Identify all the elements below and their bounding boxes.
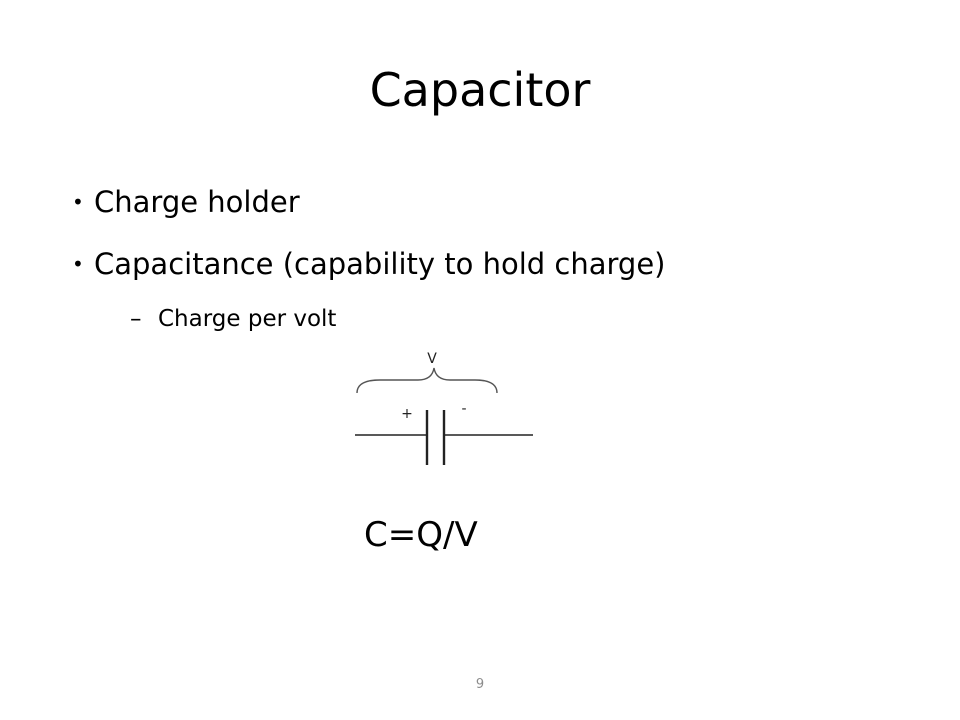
- bullet-marker: •: [72, 252, 84, 276]
- bullet-item-capacitance: • Capacitance (capability to hold charge): [72, 246, 665, 282]
- sub-bullet-text: Charge per volt: [158, 306, 337, 332]
- slide-title: Capacitor: [369, 63, 591, 117]
- sub-bullet-marker: –: [130, 306, 142, 332]
- plus-label: +: [401, 406, 413, 422]
- page-number: 9: [475, 677, 485, 692]
- bullet-text: Capacitance (capability to hold charge): [94, 247, 666, 281]
- sub-bullet-item-charge-per-volt: –Charge per volt: [130, 304, 336, 334]
- bullet-marker: •: [72, 190, 84, 214]
- bullet-item-charge-holder: • Charge holder: [72, 184, 300, 220]
- bullet-text: Charge holder: [94, 185, 300, 219]
- voltage-label: V: [427, 351, 437, 367]
- voltage-brace: [356, 367, 498, 394]
- capacitance-formula: C=Q/V: [364, 515, 478, 555]
- capacitor-diagram: V + -: [355, 351, 533, 465]
- minus-label: -: [461, 401, 466, 417]
